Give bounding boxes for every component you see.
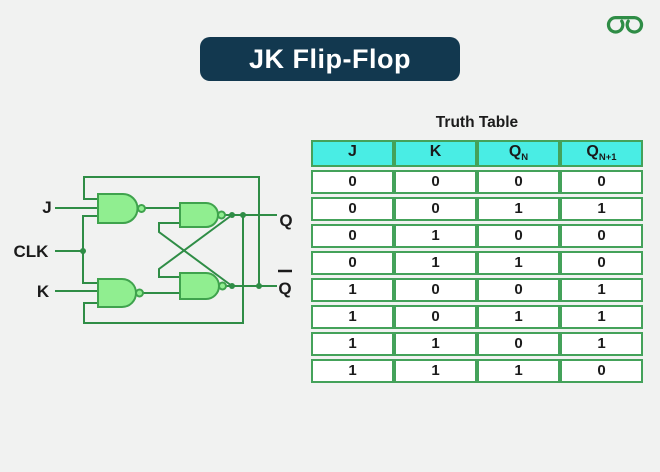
nand-gate-q-bubble — [217, 210, 226, 220]
col-header-qn1: QN+1 — [560, 140, 643, 167]
col-header-qn-sub: N — [521, 152, 529, 164]
table-cell: 0 — [560, 359, 643, 383]
logo-left-g — [606, 16, 628, 34]
table-cell: 0 — [560, 251, 643, 275]
table-cell: 1 — [560, 197, 643, 221]
nand-gate-q — [179, 202, 219, 228]
table-cell: 0 — [394, 197, 477, 221]
table-cell: 0 — [394, 278, 477, 302]
table-row: 0 0 1 1 — [311, 197, 643, 221]
table-row: 1 1 0 1 — [311, 332, 643, 356]
table-cell: 1 — [560, 305, 643, 329]
wire-cross-qbar-to-gate3 — [158, 222, 233, 287]
table-cell: 0 — [311, 197, 394, 221]
table-cell: 0 — [477, 170, 560, 194]
col-header-j-text: J — [348, 143, 357, 161]
wire-feedback-qbar-top — [83, 176, 260, 286]
logo-right-g — [622, 16, 644, 34]
col-header-k-text: K — [429, 143, 442, 161]
table-cell: 0 — [560, 170, 643, 194]
table-cell: 1 — [311, 359, 394, 383]
truth-table-title: Truth Table — [435, 114, 519, 131]
table-cell: 0 — [560, 224, 643, 248]
nand-gate-k — [97, 278, 137, 308]
label-q: Q — [279, 211, 292, 230]
table-cell: 1 — [394, 359, 477, 383]
nand-gate-j — [97, 193, 139, 224]
table-row: 0 0 0 0 — [311, 170, 643, 194]
table-cell: 1 — [560, 332, 643, 356]
junction-dot-clk — [80, 248, 86, 254]
table-cell: 0 — [394, 170, 477, 194]
table-cell: 0 — [477, 278, 560, 302]
table-cell: 0 — [477, 224, 560, 248]
junction-dot-qbar1 — [229, 283, 235, 289]
nand-gate-qbar-bubble — [218, 281, 227, 291]
table-cell: 1 — [477, 251, 560, 275]
table-cell: 1 — [394, 224, 477, 248]
table-cell: 1 — [311, 332, 394, 356]
table-cell: 1 — [477, 359, 560, 383]
junction-dot-qbar2 — [256, 283, 262, 289]
table-cell: 1 — [311, 278, 394, 302]
table-cell: 1 — [477, 305, 560, 329]
label-k: K — [37, 282, 50, 301]
truth-table-header-row: J K QN QN+1 — [311, 140, 643, 167]
label-qbar: Q — [278, 279, 291, 298]
col-header-qn1-text: Q — [586, 143, 599, 161]
col-header-qn1-sub: N+1 — [598, 152, 617, 164]
table-cell: 0 — [311, 251, 394, 275]
title-banner: JK Flip-Flop — [200, 37, 460, 81]
col-header-qn-text: Q — [508, 143, 522, 161]
table-row: 1 1 1 0 — [311, 359, 643, 383]
table-row: 0 1 0 0 — [311, 224, 643, 248]
table-cell: 0 — [394, 305, 477, 329]
nand-gate-k-bubble — [135, 288, 144, 298]
jk-flipflop-circuit: J CLK K Q Q — [14, 163, 300, 335]
label-j: J — [42, 198, 51, 217]
table-row: 1 0 0 1 — [311, 278, 643, 302]
table-cell: 1 — [477, 197, 560, 221]
wire-cross-q-to-gate4 — [158, 214, 233, 278]
geeksforgeeks-logo-icon — [604, 11, 646, 39]
page-title: JK Flip-Flop — [249, 43, 411, 74]
junction-dot-q2 — [240, 212, 246, 218]
table-cell: 0 — [311, 224, 394, 248]
table-row: 0 1 1 0 — [311, 251, 643, 275]
nand-gate-qbar — [179, 272, 220, 300]
junction-dot-q1 — [229, 212, 235, 218]
table-cell: 1 — [394, 332, 477, 356]
table-cell: 0 — [477, 332, 560, 356]
col-header-k: K — [394, 140, 477, 167]
col-header-qn: QN — [477, 140, 560, 167]
table-cell: 1 — [560, 278, 643, 302]
label-clk: CLK — [14, 242, 49, 261]
table-cell: 0 — [311, 170, 394, 194]
geeksforgeeks-logo-svg — [606, 16, 644, 34]
truth-table-section: Truth Table J K QN QN+1 0 0 0 0 0 — [311, 112, 643, 386]
table-row: 1 0 1 1 — [311, 305, 643, 329]
nand-gate-j-bubble — [137, 204, 146, 213]
col-header-j: J — [311, 140, 394, 167]
table-cell: 1 — [311, 305, 394, 329]
truth-table: J K QN QN+1 0 0 0 0 0 0 1 1 — [311, 137, 643, 386]
table-cell: 1 — [394, 251, 477, 275]
circuit-svg: J CLK K Q Q — [14, 176, 293, 324]
